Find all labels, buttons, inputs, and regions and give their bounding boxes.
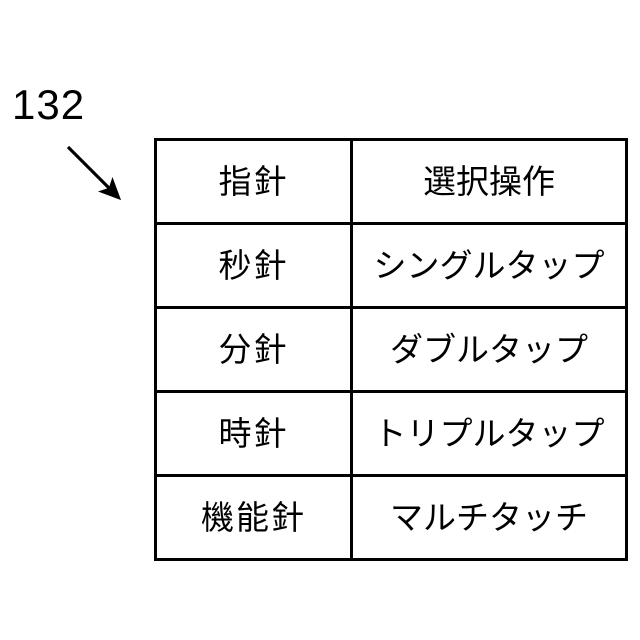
cell-hand-minute: 分針 [154, 306, 353, 393]
cell-gesture-triple-tap: トリプルタップ [350, 390, 628, 477]
table-row: 時針 トリプルタップ [154, 390, 628, 477]
leader-arrow-icon [66, 145, 122, 201]
cell-gesture-double-tap: ダブルタップ [350, 306, 628, 393]
cell-gesture-single-tap: シングルタップ [350, 222, 628, 309]
cell-hand-hour: 時針 [154, 390, 353, 477]
column-header-hand: 指針 [154, 138, 353, 225]
cell-hand-second: 秒針 [154, 222, 353, 309]
table-row: 秒針 シングルタップ [154, 222, 628, 309]
gesture-mapping-table: 指針 選択操作 秒針 シングルタップ 分針 ダブルタップ 時針 トリプルタップ … [154, 138, 628, 561]
column-header-gesture: 選択操作 [350, 138, 628, 225]
table-row: 機能針 マルチタッチ [154, 474, 628, 561]
cell-gesture-multi-touch: マルチタッチ [350, 474, 628, 561]
table-row: 分針 ダブルタップ [154, 306, 628, 393]
reference-numeral-label: 132 [12, 81, 86, 128]
cell-hand-function: 機能針 [154, 474, 353, 561]
table-header-row: 指針 選択操作 [154, 138, 628, 225]
